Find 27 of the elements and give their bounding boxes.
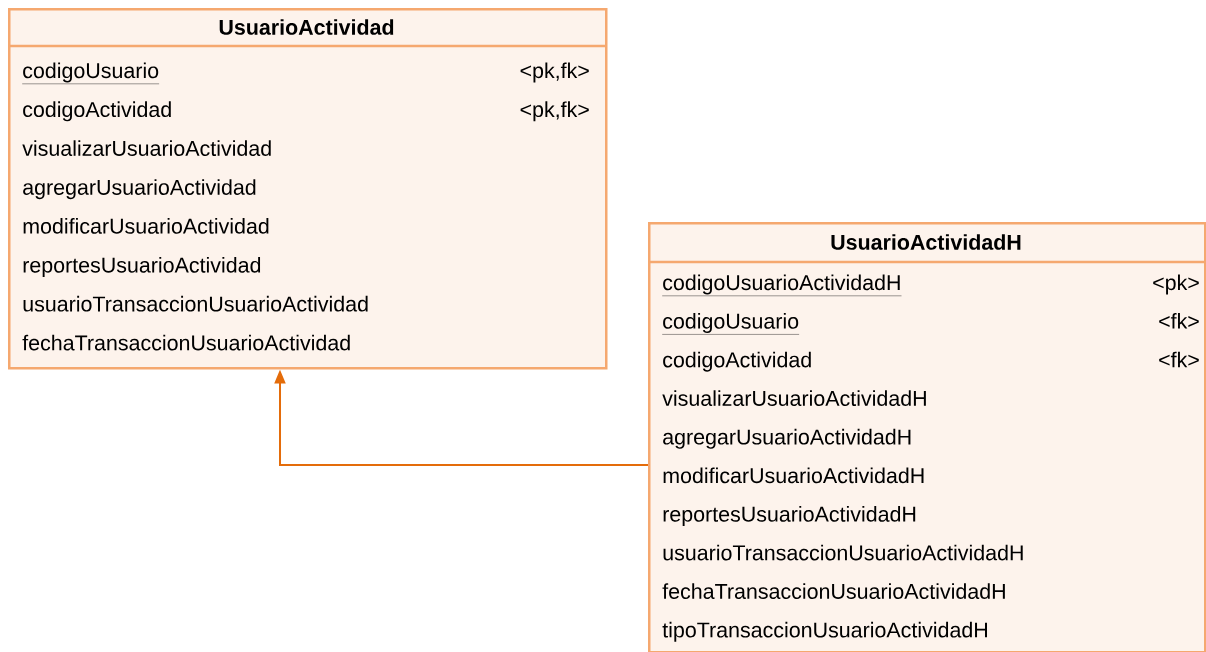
key-marker: <fk> [1159, 351, 1199, 368]
entity-table [8, 8, 608, 370]
attribute-name: fechaTransaccionUsuarioActividadH [662, 583, 1005, 599]
attribute-name: modificarUsuarioActividadH [663, 467, 924, 484]
attribute-name: visualizarUsuarioActividadH [662, 390, 926, 406]
table-heading: UsuarioActividad [219, 19, 394, 35]
key-marker: <pk> [1153, 274, 1199, 295]
attribute-name: reportesUsuarioActividad [23, 256, 261, 277]
table-heading: UsuarioActividadH [831, 234, 1021, 250]
attribute-name: codigoActividad [23, 101, 171, 122]
key-marker: <pk,fk> [520, 62, 589, 83]
attribute-name: visualizarUsuarioActividad [22, 140, 271, 156]
attribute-name: codigoUsuario [662, 313, 800, 335]
key-marker: <fk> [1159, 313, 1199, 329]
attribute-name: codigoUsuario [22, 62, 160, 84]
key-marker: <pk,fk> [520, 101, 589, 122]
attribute-name: agregarUsuarioActividad [23, 179, 256, 200]
attribute-name: codigoActividad [663, 351, 811, 372]
attribute-name: reportesUsuarioActividadH [663, 506, 916, 527]
attribute-name: usuarioTransaccionUsuarioActividadH [663, 544, 1023, 561]
attribute-name: tipoTransaccionUsuarioActividadH [662, 621, 987, 642]
entity-table [648, 222, 1206, 652]
attribute-name: usuarioTransaccionUsuarioActividad [23, 295, 368, 312]
attribute-name: agregarUsuarioActividadH [663, 428, 911, 449]
attribute-name: fechaTransaccionUsuarioActividad [22, 334, 350, 351]
attribute-name: codigoUsuarioActividadH [662, 274, 902, 296]
attribute-name: modificarUsuarioActividad [23, 218, 269, 234]
